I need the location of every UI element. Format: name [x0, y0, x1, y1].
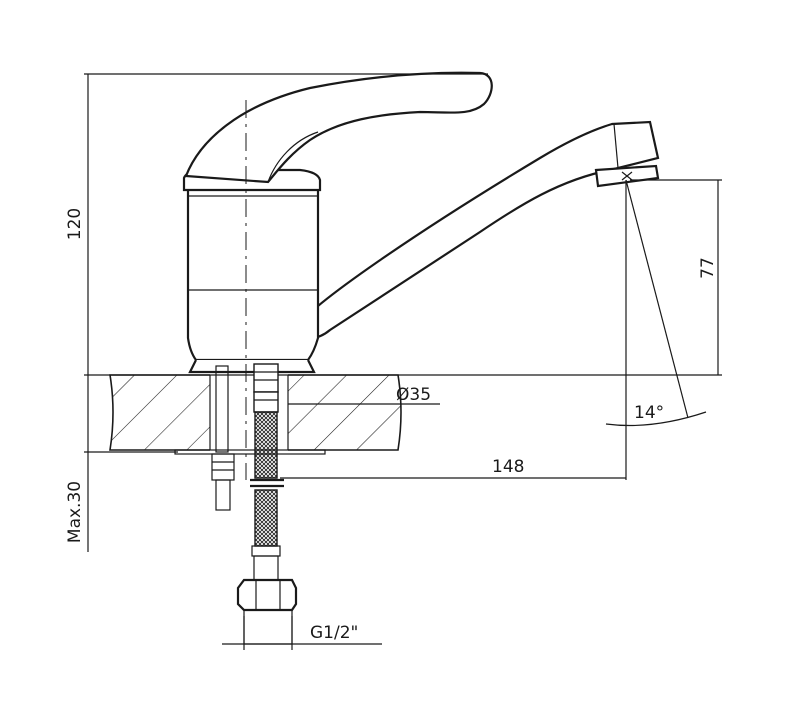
braided-hose — [236, 363, 298, 645]
faucet-body — [182, 120, 660, 374]
reach-148-label: 148 — [492, 457, 524, 477]
dimension-thread: G1/2" — [222, 616, 382, 650]
max-thickness-label: Max.30 — [65, 481, 85, 543]
height-120-label: 120 — [65, 208, 85, 240]
dimension-spout-height: 77 — [630, 179, 722, 375]
dimension-spout-angle: 14° — [605, 179, 707, 480]
dimension-spout-reach: 148 — [280, 457, 626, 479]
dimension-total-height: 120 — [65, 73, 488, 375]
angle-14-label: 14° — [634, 403, 664, 423]
dimension-max-thickness: Max.30 — [65, 375, 178, 552]
lever-handle — [184, 71, 493, 184]
diameter-35-label: Ø35 — [396, 385, 431, 405]
mounting-stud — [211, 365, 235, 511]
dimension-base-diameter: Ø35 — [288, 385, 440, 405]
spout-height-77-label: 77 — [698, 257, 718, 279]
thread-g12-label: G1/2" — [310, 623, 358, 643]
